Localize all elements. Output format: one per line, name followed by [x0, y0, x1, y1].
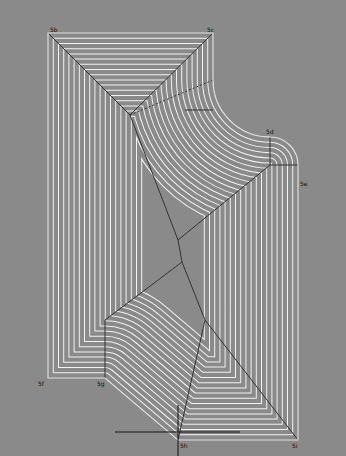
offset-line: [48, 33, 298, 440]
vertex-label: 5c: [207, 26, 214, 33]
vertex-label: 5i: [292, 442, 297, 449]
offset-line: [48, 33, 298, 440]
offset-line: [48, 33, 298, 440]
offset-line: [48, 33, 298, 440]
offset-gap: [48, 33, 298, 440]
offset-gap: [48, 33, 298, 440]
offset-gap: [48, 33, 298, 440]
offset-line: [48, 33, 298, 440]
offset-gap: [48, 33, 298, 440]
vertex-label: 5g: [97, 380, 105, 387]
offset-line: [48, 33, 298, 440]
vertex-label: 5h: [180, 442, 188, 449]
vertex-label: 5d: [266, 128, 274, 135]
offset-gap: [48, 33, 298, 440]
offset-line: [48, 33, 298, 440]
outline: [48, 33, 298, 440]
offset-gap: [48, 33, 298, 440]
offset-gap: [48, 33, 298, 440]
offset-line: [48, 33, 298, 440]
axis-cross: [115, 405, 240, 456]
offset-line: [48, 33, 298, 440]
offset-line: [48, 33, 298, 440]
offset-line: [48, 33, 298, 440]
offset-gap: [48, 33, 298, 440]
offset-gap: [48, 33, 298, 440]
offset-line: [48, 33, 298, 440]
offset-gap: [48, 33, 298, 440]
offset-line: [48, 33, 298, 440]
offset-gap: [48, 33, 298, 440]
vertex-label: 5f: [38, 380, 44, 387]
offset-line: [48, 33, 298, 440]
offset-gap: [48, 33, 298, 440]
skeleton-lines: [48, 33, 298, 440]
offset-gap: [48, 33, 298, 440]
offset-line: [48, 33, 298, 440]
offset-line: [48, 33, 298, 440]
vertex-label: 5b: [50, 26, 58, 33]
offset-gap: [48, 33, 298, 440]
offset-gap: [48, 33, 298, 440]
offset-lines: [48, 33, 298, 440]
offset-gap: [48, 33, 298, 440]
offset-line: [48, 33, 298, 440]
offset-gap: [48, 33, 298, 440]
offset-line: [48, 33, 298, 440]
vertex-label: 5e: [300, 180, 308, 187]
offset-gap: [48, 33, 298, 440]
